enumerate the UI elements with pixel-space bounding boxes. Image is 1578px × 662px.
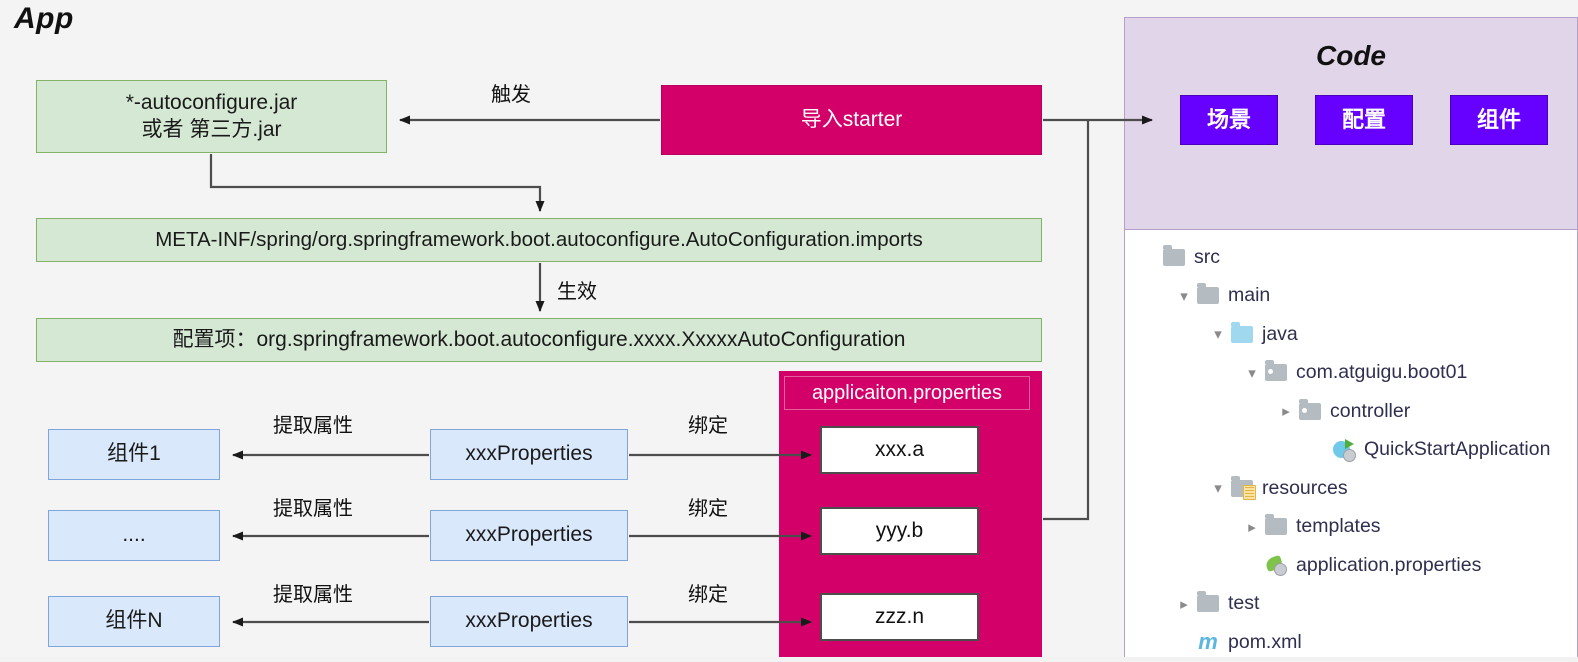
tree-item-label: controller [1330, 399, 1411, 422]
tree-item-icon: m [1195, 631, 1221, 653]
tree-item[interactable]: ▸ test [1139, 585, 1577, 624]
tree-item-label: resources [1262, 476, 1348, 499]
properties-box-1: xxxProperties [430, 510, 628, 561]
component-box-2: 组件N [48, 596, 220, 647]
tree-item-label: QuickStartApplication [1364, 438, 1551, 461]
tree-item-label: templates [1296, 515, 1381, 538]
chevron-down-icon[interactable]: ▾ [1214, 480, 1222, 498]
tree-item-icon [1195, 283, 1221, 307]
tree-item[interactable]: ▸ templates [1139, 508, 1577, 547]
folder-icon [1197, 591, 1219, 613]
properties-box-2: xxxProperties [430, 596, 628, 647]
tree-item-label: pom.xml [1228, 630, 1302, 653]
tree-item[interactable]: ▸ controller [1139, 392, 1577, 431]
import-starter-box: 导入starter [661, 85, 1042, 155]
properties-key-1: yyy.b [820, 507, 979, 555]
folder-icon [1197, 283, 1219, 305]
folder-blue-icon [1231, 321, 1253, 343]
tree-item-label: com.atguigu.boot01 [1296, 361, 1468, 384]
component-box-1: .... [48, 510, 220, 561]
tree-item-label: src [1194, 245, 1220, 268]
tree-item-icon [1263, 360, 1289, 384]
edge-label-trigger: 触发 [491, 84, 531, 106]
package-folder-icon [1299, 398, 1321, 420]
edge-label-effective: 生效 [557, 281, 597, 303]
edge-label-bind-0: 绑定 [688, 415, 728, 437]
tree-item-label: test [1228, 592, 1260, 615]
tree-item[interactable]: ▾ java [1139, 315, 1577, 354]
app-title: App [14, 2, 74, 35]
resources-folder-icon [1231, 475, 1256, 500]
properties-key-0: xxx.a [820, 426, 979, 474]
package-folder-icon [1265, 360, 1287, 382]
chevron-right-icon[interactable]: ▸ [1282, 403, 1290, 421]
tree-item-icon [1229, 321, 1255, 345]
properties-box-0: xxxProperties [430, 429, 628, 480]
maven-icon: m [1198, 629, 1218, 655]
tree-item-icon [1195, 591, 1221, 615]
code-button-component[interactable]: 组件 [1450, 95, 1548, 145]
code-panel: Code 场景 配置 组件 [1124, 17, 1578, 230]
tree-item-icon [1263, 554, 1289, 577]
folder-icon [1265, 514, 1287, 536]
properties-key-2: zzz.n [820, 593, 979, 641]
imports-file-box: META-INF/spring/org.springframework.boot… [36, 218, 1042, 262]
chevron-right-icon[interactable]: ▸ [1248, 518, 1256, 536]
tree-item-label: main [1228, 284, 1271, 307]
tree-item-icon [1229, 475, 1256, 500]
edge-label-extract-0: 提取属性 [273, 415, 353, 437]
tree-item-label: java [1262, 322, 1298, 345]
chevron-down-icon[interactable]: ▾ [1248, 364, 1256, 382]
edge-label-bind-2: 绑定 [688, 584, 728, 606]
java-class-icon [1333, 438, 1356, 462]
arrow-jar-to-imports [209, 154, 545, 212]
code-button-config[interactable]: 配置 [1315, 95, 1413, 145]
code-panel-title: Code [1316, 40, 1386, 71]
tree-item[interactable]: ▾ com.atguigu.boot01 [1139, 354, 1577, 393]
spring-config-icon [1264, 554, 1287, 577]
autoconfigure-jar-line1: *-autoconfigure.jar [125, 91, 298, 115]
tree-item-icon [1331, 438, 1357, 462]
component-box-0: 组件1 [48, 429, 220, 480]
config-item-box: 配置项：org.springframework.boot.autoconfigu… [36, 318, 1042, 362]
tree-item-label: application.properties [1296, 553, 1482, 576]
tree-item-icon [1297, 398, 1323, 422]
tree-item[interactable]: src [1139, 238, 1577, 277]
application-properties-panel: applicaiton.properties xxx.a yyy.b zzz.n [779, 371, 1042, 657]
tree-item-icon [1161, 244, 1187, 268]
edge-label-extract-2: 提取属性 [273, 584, 353, 606]
tree-item[interactable]: QuickStartApplication [1139, 431, 1577, 470]
application-properties-title: applicaiton.properties [784, 376, 1030, 410]
tree-item-icon [1263, 514, 1289, 538]
chevron-right-icon[interactable]: ▸ [1180, 595, 1188, 613]
tree-item[interactable]: ▾ resources [1139, 469, 1577, 508]
chevron-down-icon[interactable]: ▾ [1180, 287, 1188, 305]
file-tree[interactable]: src ▾ main ▾ java ▾ com.atguigu.boot01 ▸ control… [1125, 234, 1577, 662]
tree-item[interactable]: application.properties [1139, 546, 1577, 585]
file-tree-panel: src ▾ main ▾ java ▾ com.atguigu.boot01 ▸ control… [1124, 230, 1578, 657]
code-button-scene[interactable]: 场景 [1180, 95, 1278, 145]
autoconfigure-jar-line2: 或者 第三方.jar [141, 117, 282, 141]
folder-icon [1163, 244, 1185, 266]
tree-item[interactable]: m pom.xml [1139, 623, 1577, 662]
chevron-down-icon[interactable]: ▾ [1214, 326, 1222, 344]
edge-label-bind-1: 绑定 [688, 498, 728, 520]
arrow-code-to-properties [1043, 120, 1090, 521]
edge-label-extract-1: 提取属性 [273, 498, 353, 520]
tree-item[interactable]: ▾ main [1139, 277, 1577, 316]
autoconfigure-jar-box: *-autoconfigure.jar 或者 第三方.jar [36, 80, 387, 153]
